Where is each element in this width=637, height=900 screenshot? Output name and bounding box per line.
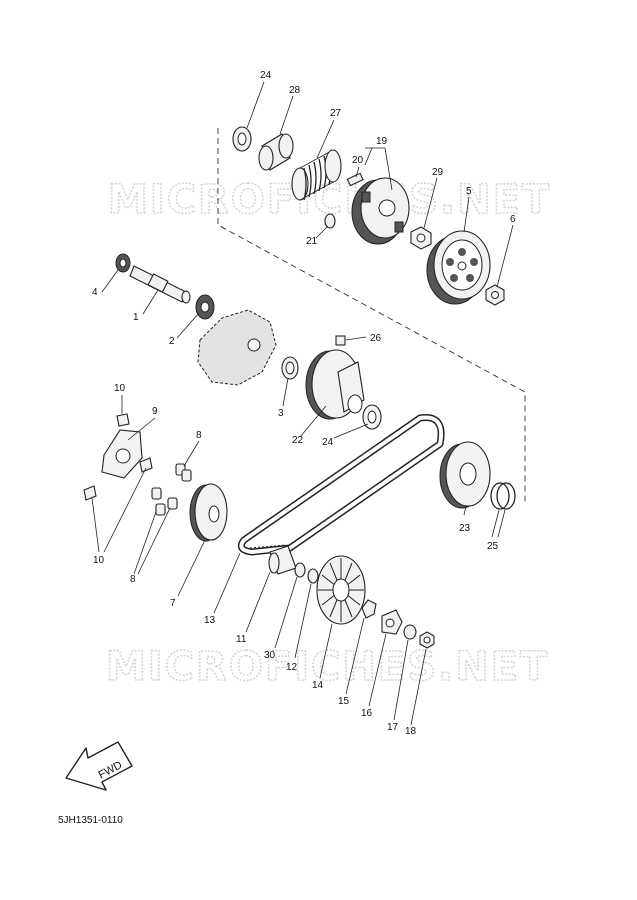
callout-25: 25 [487, 541, 499, 552]
assembly-outline [217, 128, 526, 505]
part-14-primary-fixed-sheave [316, 555, 366, 625]
part-11-collar [268, 545, 297, 575]
callout-10-bottom: 10 [93, 555, 105, 566]
callout-27: 27 [330, 108, 342, 119]
part-12-washer [307, 568, 319, 584]
part-10-slider-left [83, 485, 97, 501]
part-9-cam [101, 429, 143, 479]
part-1-drive-shaft [129, 265, 191, 304]
callout-3: 3 [278, 408, 284, 419]
callout-15: 15 [338, 696, 350, 707]
part-25-o-rings [490, 482, 516, 510]
callout-14: 14 [312, 680, 324, 691]
part-19-clutch-carrier [351, 177, 410, 245]
part-8-weights [151, 463, 192, 516]
part-28-collar [258, 133, 294, 171]
callout-2: 2 [169, 336, 175, 347]
callout-10-top: 10 [114, 383, 126, 394]
part-27-compression-spring [291, 149, 342, 201]
part-6-nut [485, 284, 505, 306]
callout-17: 17 [387, 722, 399, 733]
fwd-arrow-icon: FWD [65, 741, 133, 791]
callout-24-top: 24 [260, 70, 272, 81]
callout-8-bottom: 8 [130, 574, 136, 585]
part-5-clutch-housing [426, 230, 491, 305]
callout-19: 19 [376, 136, 388, 147]
watermark-bottom: MICROFICHES.NET [106, 644, 549, 690]
callout-8-top: 8 [196, 430, 202, 441]
callout-26: 26 [370, 333, 382, 344]
callout-29: 29 [432, 167, 444, 178]
part-21-clip [324, 213, 336, 229]
part-4-bearing [115, 253, 131, 273]
callout-7: 7 [170, 598, 176, 609]
diagram-code: 5JH1351-0110 [58, 815, 123, 826]
callout-4: 4 [92, 287, 98, 298]
part-29-nut [410, 226, 432, 250]
callout-12: 12 [286, 662, 298, 673]
leader-lines [91, 81, 514, 726]
callout-28: 28 [289, 85, 301, 96]
part-20-pin [346, 172, 364, 187]
part-7-primary-sliding-sheave [189, 483, 228, 542]
callout-5: 5 [466, 186, 472, 197]
part-16-plate [381, 609, 403, 635]
callout-1: 1 [133, 312, 139, 323]
part-13-v-belt [237, 414, 445, 556]
part-23-secondary-fixed-sheave [439, 441, 491, 509]
part-18-nut [419, 631, 435, 649]
callout-labels: 24 28 27 19 20 29 5 6 21 4 1 2 26 3 22 2… [92, 70, 516, 737]
callout-24-lower: 24 [322, 437, 334, 448]
callout-20: 20 [352, 155, 364, 166]
callout-11: 11 [236, 634, 247, 645]
part-2-bearing [195, 294, 215, 320]
callout-22: 22 [292, 435, 304, 446]
part-15-one-way-clutch [361, 599, 377, 619]
callout-18: 18 [405, 726, 417, 737]
crankcase-cover [197, 309, 277, 386]
callout-6: 6 [510, 214, 516, 225]
part-3-oil-seal [281, 356, 299, 380]
part-22-secondary-sliding-sheave [305, 349, 365, 420]
part-24-washer-top [232, 126, 252, 152]
callout-9: 9 [152, 406, 158, 417]
callout-21: 21 [306, 236, 318, 247]
part-24-oil-seal [362, 404, 382, 430]
callout-23: 23 [459, 523, 471, 534]
part-10-slider-mid [139, 457, 153, 473]
part-17-washer [403, 624, 417, 640]
callout-16: 16 [361, 708, 373, 719]
part-10-slider-top [116, 413, 130, 427]
part-30-washer [294, 562, 306, 578]
callout-13: 13 [204, 615, 216, 626]
callout-30: 30 [264, 650, 276, 661]
part-26-pin [335, 335, 346, 346]
